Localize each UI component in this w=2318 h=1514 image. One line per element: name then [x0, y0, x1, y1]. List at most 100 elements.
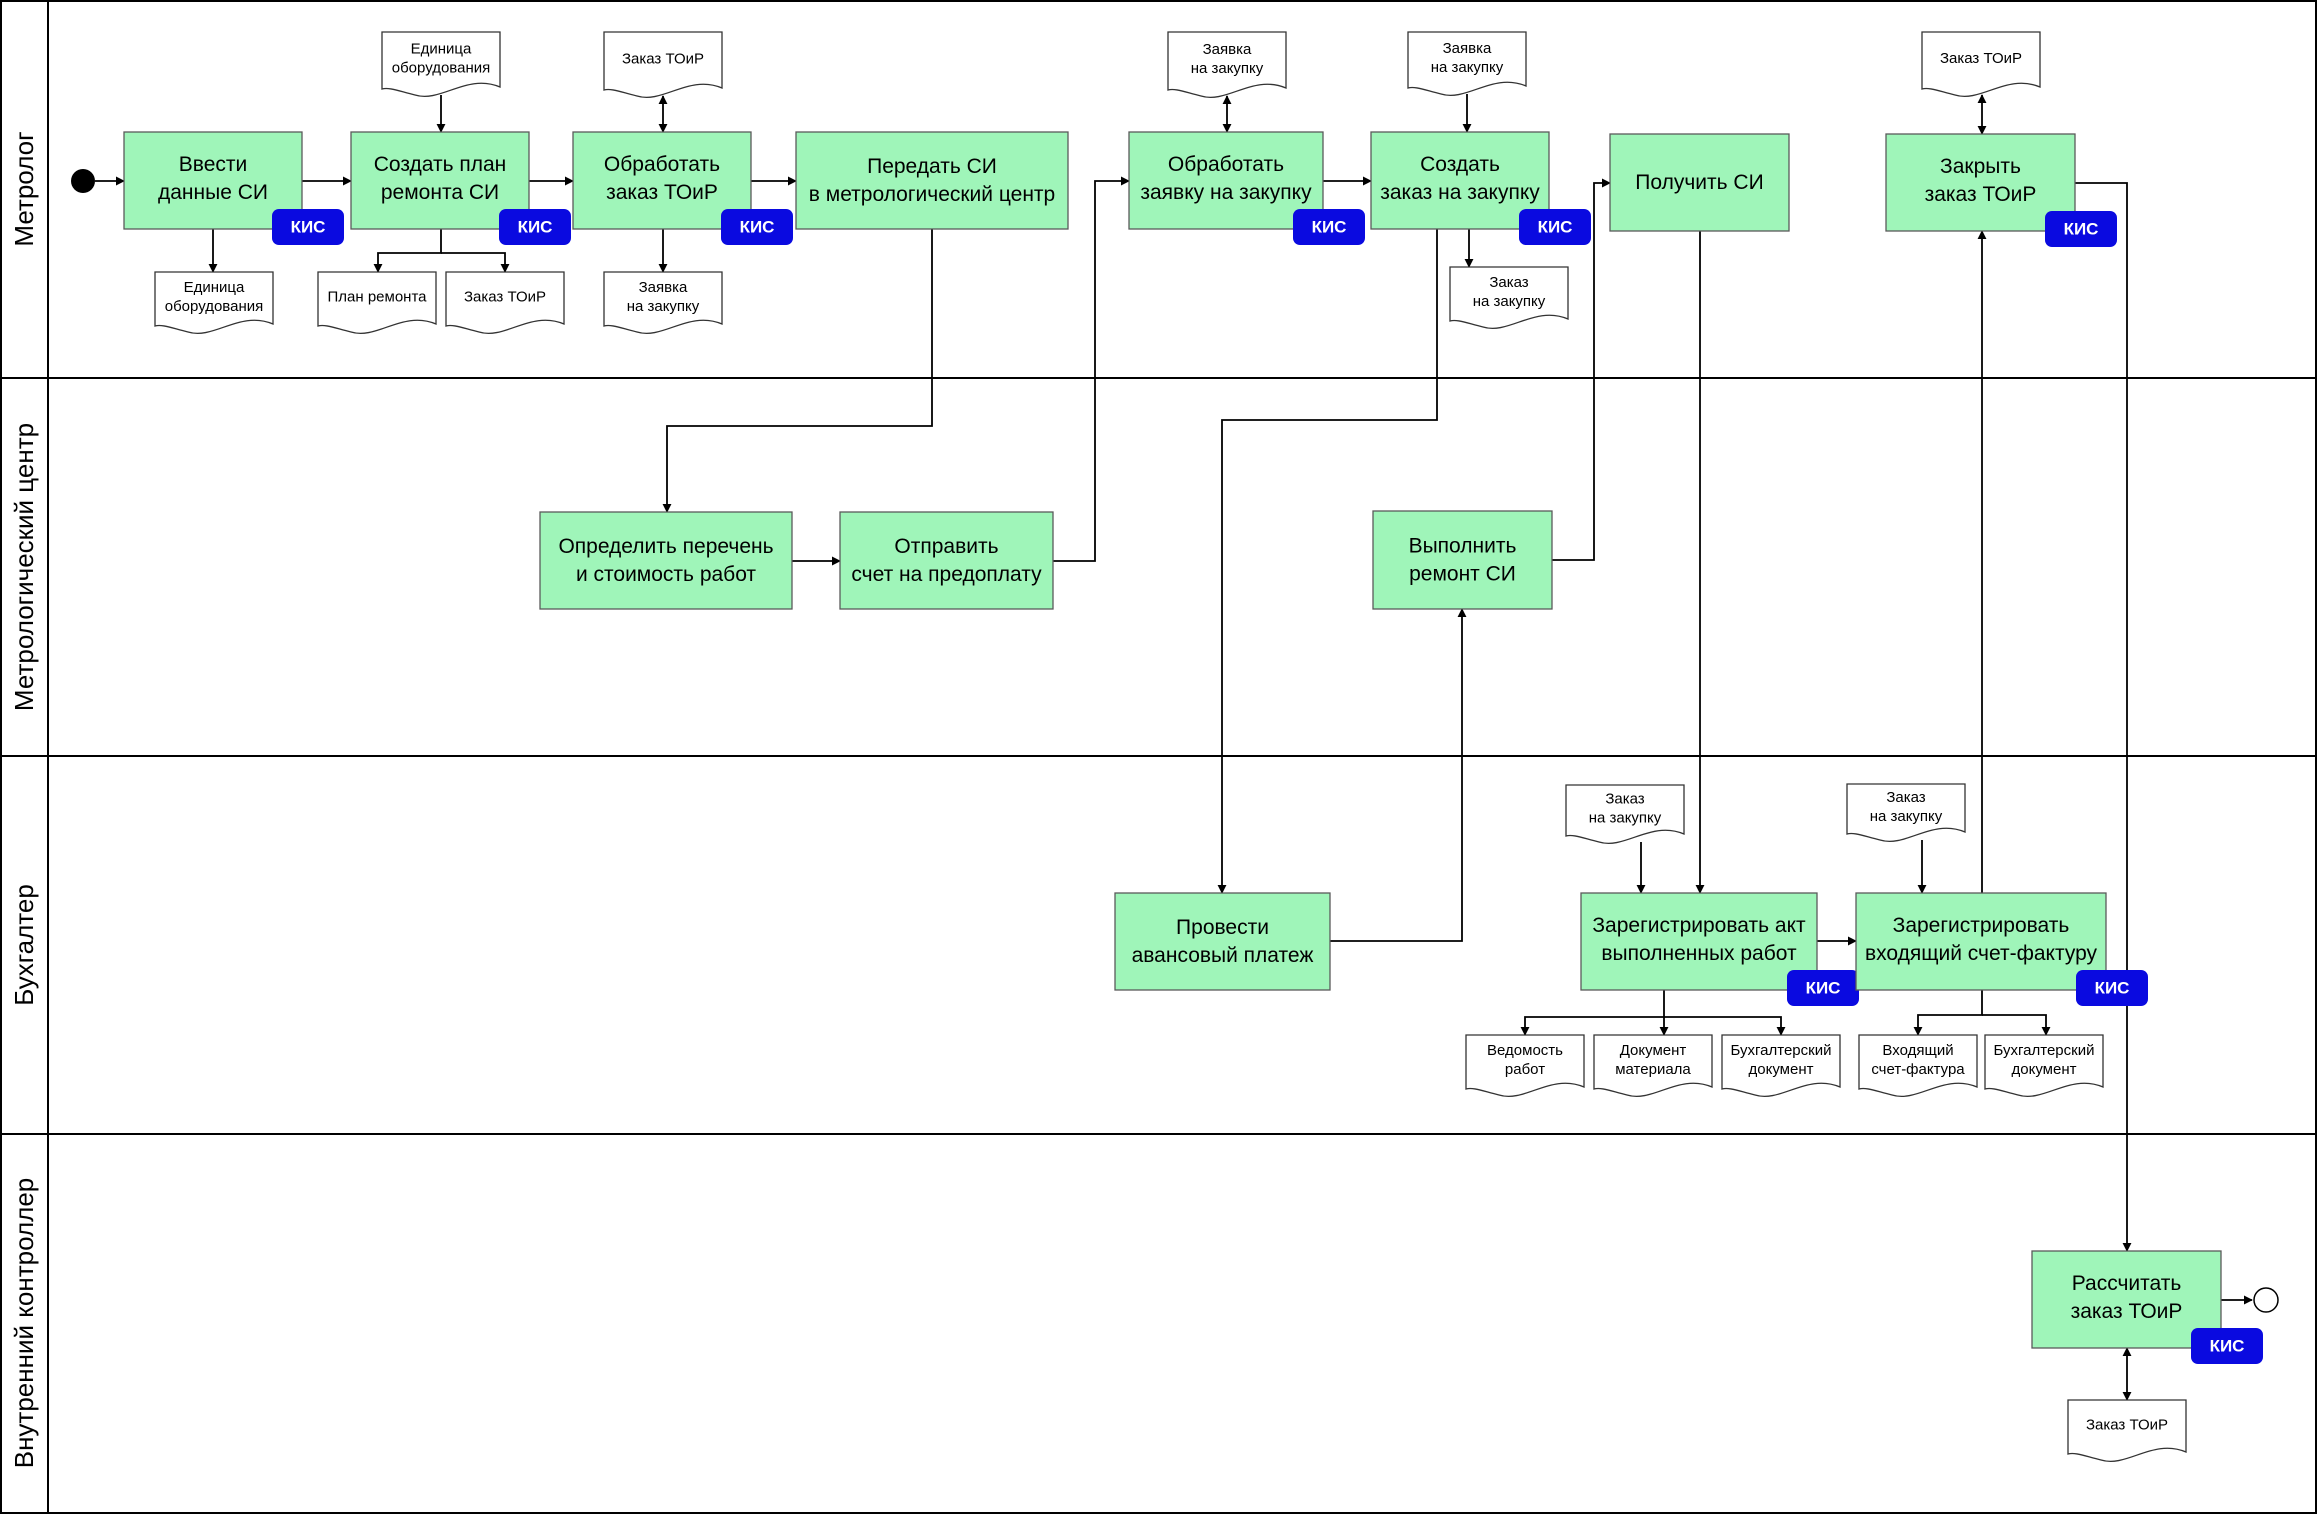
- document-d18[interactable]: Заказ ТОиР: [2067, 1399, 2187, 1462]
- task-label: Отправить: [894, 535, 998, 558]
- task-label: Создать план: [374, 153, 507, 176]
- task-t2[interactable]: Создать план ремонта СИ КИС: [350, 131, 571, 245]
- link-t2-to-d4: [441, 252, 510, 273]
- document-d5[interactable]: Заказ ТОиР: [603, 31, 723, 98]
- document-label: Входящий: [1882, 1042, 1953, 1059]
- end-event: [2253, 1287, 2279, 1313]
- document-label: Заказ ТОиР: [1940, 50, 2022, 67]
- task-label: данные СИ: [158, 181, 268, 204]
- kis-label: КИС: [1312, 218, 1347, 237]
- document-label: на закупку: [1431, 59, 1504, 76]
- document-d10[interactable]: Заказ ТОиР: [1921, 31, 2041, 97]
- document-d8[interactable]: Заявка на закупку: [1407, 31, 1527, 96]
- lane-title-metrolog: Метролог: [9, 131, 39, 246]
- link-t13-to-docs: [1520, 990, 1665, 1036]
- task-t4[interactable]: Передать СИ в метрологический центр: [795, 131, 1069, 230]
- document-label: документ: [1749, 1061, 1814, 1078]
- kis-badge: КИС: [499, 209, 571, 245]
- kis-badge: КИС: [2076, 970, 2148, 1006]
- lane-title-controller: Внутренний контроллер: [9, 1178, 39, 1469]
- task-label: Обработать: [604, 153, 720, 176]
- document-label: Единица: [411, 41, 472, 58]
- document-label: счет-фактура: [1871, 1061, 1965, 1078]
- task-label: заявку на закупку: [1140, 181, 1312, 204]
- document-label: Заказ ТОиР: [2086, 1417, 2168, 1434]
- kis-label: КИС: [291, 218, 326, 237]
- flow-t6-to-t12: [1217, 229, 1438, 894]
- document-label: работ: [1505, 1061, 1545, 1078]
- document-d16[interactable]: Входящий счет-фактура: [1858, 1034, 1978, 1097]
- document-label: на закупку: [1870, 808, 1943, 825]
- task-label: Получить СИ: [1635, 171, 1763, 194]
- kis-label: КИС: [1806, 979, 1841, 998]
- document-d12[interactable]: Заказ на закупку: [1846, 783, 1966, 842]
- kis-label: КИС: [518, 218, 553, 237]
- link-t14-to-d16: [1913, 990, 1983, 1036]
- document-label: на закупку: [1589, 810, 1662, 827]
- document-label: оборудования: [165, 298, 263, 315]
- task-label: в метрологический центр: [809, 183, 1055, 206]
- task-label: авансовый платеж: [1132, 944, 1314, 967]
- kis-badge: КИС: [1787, 970, 1859, 1006]
- task-label: заказ ТОиР: [606, 181, 718, 204]
- task-label: заказ ТОиР: [2071, 1300, 2183, 1323]
- flow-t4-to-t9: [662, 229, 933, 513]
- task-label: Ввести: [179, 153, 247, 176]
- task-label: Зарегистрировать: [1893, 914, 2070, 937]
- lane-title-accountant: Бухгалтер: [9, 884, 39, 1006]
- task-label: Создать: [1420, 153, 1500, 176]
- task-t3[interactable]: Обработать заказ ТОиР КИС: [572, 131, 793, 245]
- kis-badge: КИС: [2045, 211, 2117, 247]
- task-t1[interactable]: Ввести данные СИ КИС: [123, 131, 344, 245]
- kis-label: КИС: [2095, 979, 2130, 998]
- task-label: Выполнить: [1409, 535, 1517, 558]
- document-label: Заявка: [639, 279, 688, 296]
- kis-badge: КИС: [272, 209, 344, 245]
- kis-label: КИС: [740, 218, 775, 237]
- document-d3[interactable]: План ремонта: [317, 271, 437, 334]
- task-t7[interactable]: Получить СИ: [1609, 133, 1790, 232]
- task-label: Передать СИ: [867, 155, 997, 178]
- document-d6[interactable]: Заявка на закупку: [603, 271, 723, 334]
- documents: ЕдиницаоборудованияЕдиницаоборудованияПл…: [154, 31, 2187, 1462]
- task-label: и стоимость работ: [576, 563, 756, 586]
- document-label: Заказ: [1489, 274, 1528, 291]
- task-label: выполненных работ: [1601, 942, 1797, 965]
- task-label: Зарегистрировать акт: [1592, 914, 1806, 937]
- document-label: Заказ: [1886, 789, 1925, 806]
- document-d4[interactable]: Заказ ТОиР: [445, 271, 565, 334]
- task-label: Закрыть: [1940, 155, 2021, 178]
- flow-t10-to-t5: [1053, 176, 1130, 562]
- document-label: Бухгалтерский: [1994, 1042, 2095, 1059]
- kis-badge: КИС: [2191, 1328, 2263, 1364]
- start-event: [71, 169, 95, 193]
- kis-label: КИС: [2064, 220, 2099, 239]
- document-label: Заявка: [1443, 40, 1492, 57]
- task-label: ремонта СИ: [381, 181, 499, 204]
- document-label: Заказ ТОиР: [464, 289, 546, 306]
- document-label: на закупку: [627, 298, 700, 315]
- task-label: входящий счет-фактуру: [1865, 942, 2098, 965]
- kis-label: КИС: [2210, 1337, 2245, 1356]
- kis-badge: КИС: [721, 209, 793, 245]
